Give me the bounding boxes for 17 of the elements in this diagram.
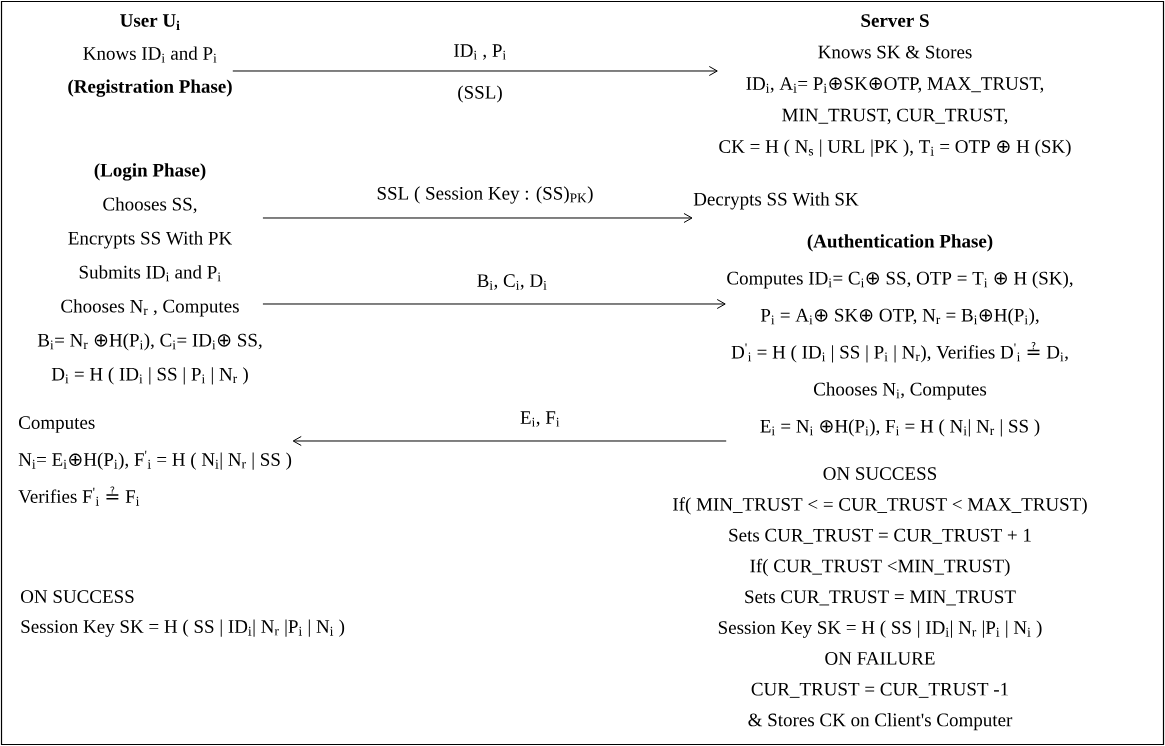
edge-label: ID$_{i}$ , P$_{i}$ — [454, 44, 506, 60]
step-text: User U$_{i}$ Knows ID$_{i}$ and P$_{i}$ (Registration Phase) — [68, 14, 232, 97]
step-text: Decrypts SS With SK — [693, 192, 859, 210]
step-text: Computes N$_{i}$= E$_{i}$⊕H(P$_{i}$), F$^{'}$$_{i}$ = H ( N$_{i}$| N$_{r}$ | SS ) Verifies F$^{'}$$_{i}$ ≟ F$_{i}$ — [18, 416, 292, 506]
step-text: Server S Knows SK & Stores ID$_{i}$, A$_{i}$= P$_{i}$⊕SK⊕OTP, MAX_TRUST, MIN_TRUST, CUR_TRUST, CK = H ( N$_{s}$ | URL |PK ), T$_{i}$ = OTP ⊕ H (SK) — [719, 14, 1071, 157]
protocol-label: (SSL) — [458, 85, 502, 103]
arrow — [232, 66, 718, 76]
edge-label: E$_{i}$, F$_{i}$ — [520, 411, 560, 427]
arrow — [262, 299, 726, 309]
edge-label: SSL ( Session Key : (SS)$_{PK}$) — [377, 186, 593, 204]
arrow — [292, 436, 727, 446]
edge-label: B$_{i}$, C$_{i}$, D$_{i}$ — [477, 274, 547, 290]
step-text: ON SUCCESS If( MIN_TRUST < = CUR_TRUST < MAX_TRUST) Sets CUR_TRUST = CUR_TRUST + 1 If( CUR_TRUST <MIN_TRUST) Sets CUR_TRUST = MIN_TRUST Session Key SK = H ( SS | ID$_{i}$| N$_{r}$ |P$_{i}$ | N$_{i}$ ) ON FAILURE CUR_TRUST = CUR_TRUST -1 & Stores CK on Client's Computer — [673, 467, 1087, 731]
step-text: (Login Phase) Chooses SS, Encrypts SS With PK Submits ID$_{i}$ and P$_{i}$ Chooses N$_{r}$ , Computes B$_{i}$= N$_{r}$ ⊕H(P$_{i}$), C$_{i}$= ID$_{i}$⊕ SS, D$_{i}$ = H ( ID$_{i}$ | SS | P$_{i}$ | N$_{r}$ ) — [37, 163, 262, 385]
step-text: ON SUCCESS Session Key SK = H ( SS | ID$_{i}$| N$_{r}$ |P$_{i}$ | N$_{i}$ ) — [21, 590, 345, 637]
step-text: (Authentication Phase) Computes ID$_{i}$= C$_{i}$⊕ SS, OTP = T$_{i}$ ⊕ H (SK), P$_{i}$ = A$_{i}$⊕ SK⊕ OTP, N$_{r}$ = B$_{i}$⊕H(P$_{i}$), D$^{'}$$_{i}$ = H ( ID$_{i}$ | SS | P$_{i}$ | N$_{r}$), Verifies D$^{'}$$_{i}$ ≟ D$_{i}$, Chooses N$_{i}$, Computes E$_{i}$ = N$_{i}$ ⊕H(P$_{i}$), F$_{i}$ = H ( N$_{i}$| N$_{r}$ | SS ) — [727, 234, 1073, 437]
arrow — [262, 213, 693, 223]
